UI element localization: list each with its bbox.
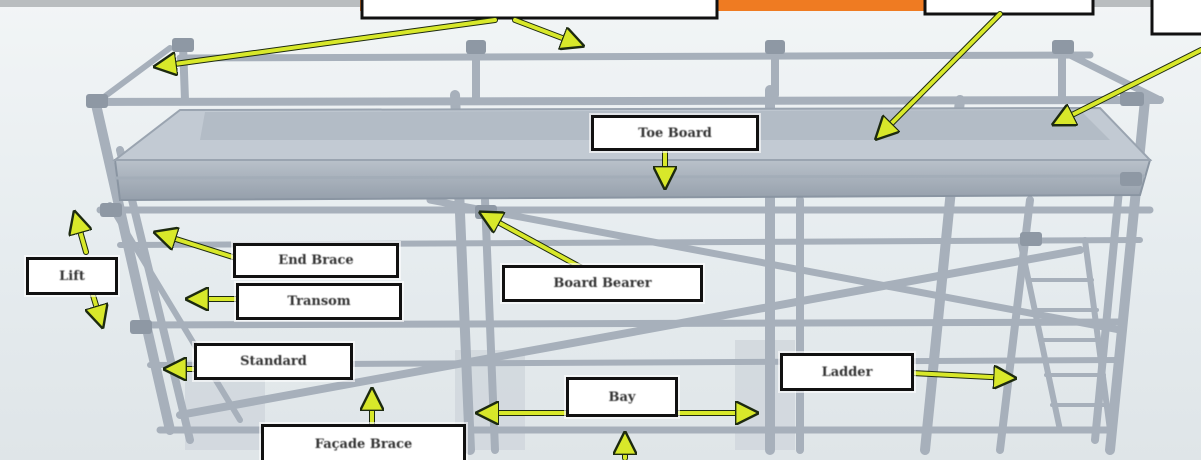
annotation-arrows [76, 11, 1201, 460]
end-brace-arrow [160, 234, 238, 260]
toe-board-label: Toe Board [591, 115, 759, 151]
top-label-arrow-right [513, 18, 578, 44]
lift-arrow-down [92, 290, 101, 322]
board-bearer-label: Board Bearer [502, 265, 703, 302]
cropped-label-box [360, 0, 719, 20]
lift-label: Lift [26, 257, 118, 295]
guard-rail-arrow [160, 18, 497, 66]
end-brace-label: End Brace [233, 243, 399, 278]
ladder-label: Ladder [780, 353, 914, 391]
cropped-label-box [1150, 0, 1201, 36]
platform-arrow [880, 12, 1002, 135]
bay-label: Bay [566, 377, 678, 417]
ladder-arrow [910, 373, 1010, 378]
guard-rail-end-arrow [1058, 48, 1201, 122]
standard-label: Standard [194, 343, 353, 380]
transom-label: Transom [236, 283, 402, 320]
board-bearer-arrow [485, 215, 584, 270]
facade-brace-label: Façade Brace [261, 424, 466, 460]
lift-arrow-up [76, 217, 86, 254]
cropped-label-box [923, 0, 1095, 16]
